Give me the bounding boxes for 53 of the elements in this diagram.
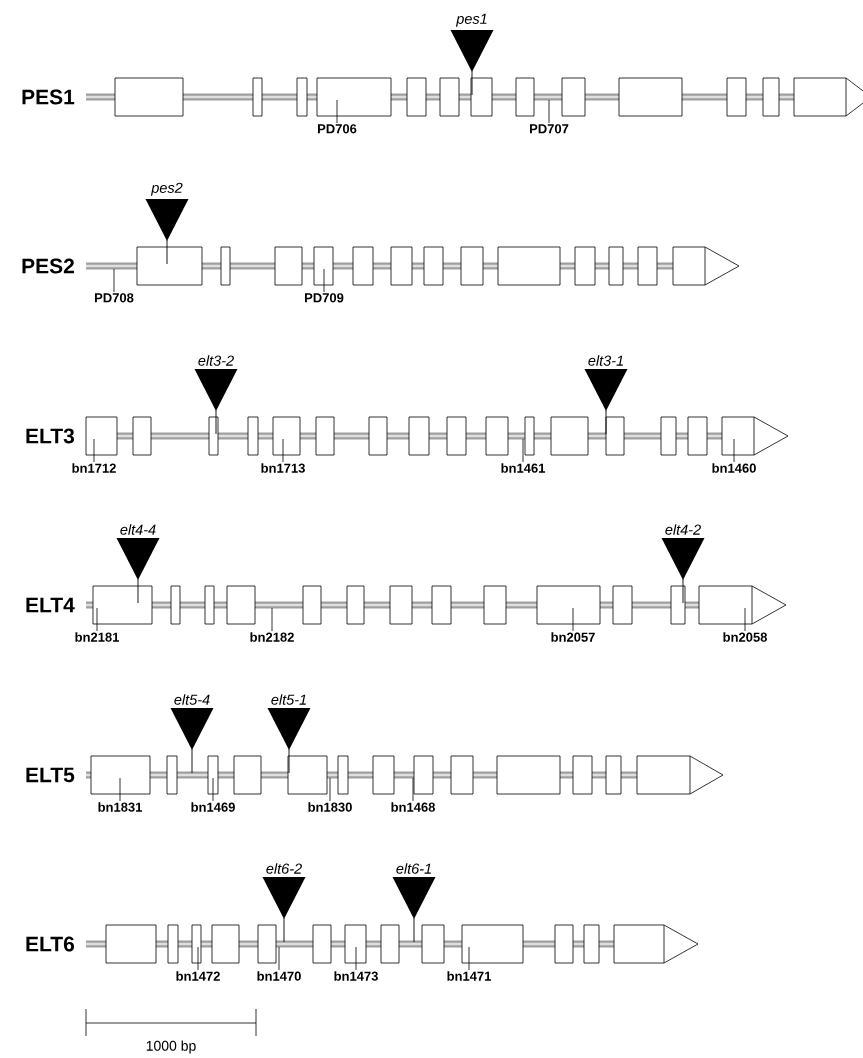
allele-label: bn1713 — [261, 463, 305, 473]
gene-name: ELT3 — [26, 428, 75, 444]
gene-drawing — [86, 585, 787, 625]
scale-label: 1000 bp — [146, 1040, 196, 1054]
allele-label: bn1470 — [257, 971, 301, 981]
allele-label: bn2058 — [723, 632, 767, 642]
allele-label: bn1461 — [501, 463, 546, 473]
leader-line — [323, 268, 325, 293]
leader-line — [355, 946, 357, 971]
gene-drawing — [86, 755, 724, 795]
gene-drawing — [86, 77, 863, 117]
leader-line — [744, 607, 746, 632]
leader-line — [572, 607, 574, 632]
leader-line — [522, 438, 524, 463]
gene-name: ELT4 — [26, 597, 75, 613]
leader-line — [96, 607, 98, 632]
leader-line — [278, 946, 280, 971]
leader-line — [548, 99, 550, 124]
gene-name: ELT6 — [26, 936, 75, 952]
leader-line — [468, 946, 470, 971]
allele-label: bn1712 — [72, 463, 116, 473]
leader-line — [271, 607, 273, 632]
leader-line — [329, 777, 331, 802]
allele-label: bn1473 — [334, 971, 378, 981]
allele-label: PD709 — [305, 293, 344, 303]
allele-label: bn1460 — [712, 463, 756, 473]
allele-label: PD707 — [530, 124, 569, 134]
allele-label: bn1831 — [98, 802, 143, 812]
gene-drawing — [85, 416, 789, 456]
allele-label: bn1472 — [176, 971, 220, 981]
allele-label: bn1471 — [447, 971, 492, 981]
leader-line — [212, 777, 214, 802]
leader-line — [282, 438, 284, 463]
gene-name: PES1 — [22, 89, 75, 105]
gene-drawing — [86, 246, 740, 286]
gene-drawing — [86, 924, 699, 964]
allele-label: bn2182 — [250, 632, 294, 642]
leader-line — [119, 777, 121, 802]
leader-line — [336, 99, 338, 124]
leader-line — [197, 946, 199, 971]
allele-label: bn2181 — [75, 632, 120, 642]
allele-label: PD706 — [318, 124, 357, 134]
allele-label: bn1830 — [308, 802, 352, 812]
leader-line — [733, 438, 735, 463]
allele-label: bn1469 — [191, 802, 235, 812]
leader-line — [412, 777, 414, 802]
allele-label: PD708 — [95, 293, 134, 303]
gene-name: ELT5 — [26, 767, 75, 783]
allele-label: bn2057 — [551, 632, 595, 642]
gene-name: PES2 — [22, 258, 74, 274]
leader-line — [113, 268, 115, 293]
leader-line — [93, 438, 95, 463]
allele-label: bn1468 — [391, 802, 435, 812]
